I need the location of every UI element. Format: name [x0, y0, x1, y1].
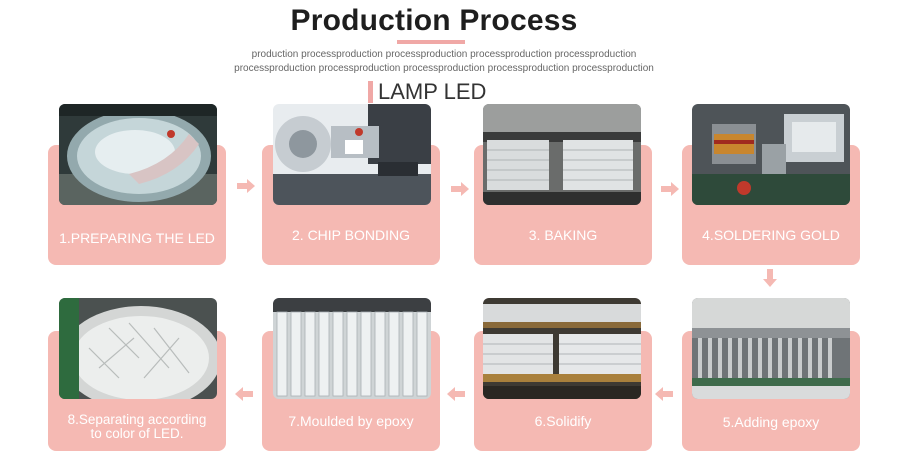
- step-label-3: 3. BAKING: [528, 227, 598, 243]
- step-label-7: 7.Moulded by epoxy: [288, 413, 414, 429]
- step-photo-solidify: [483, 298, 641, 399]
- arrow-left-icon: [447, 387, 465, 401]
- arrow-left-icon: [235, 387, 253, 401]
- step-photo-wafer: [59, 104, 217, 205]
- step-label-8-line-2: to color of LED.: [90, 426, 184, 441]
- step-photo-soldering: [692, 104, 850, 205]
- step-photo-baking: [483, 104, 641, 205]
- section-heading: LAMP LED: [368, 79, 486, 105]
- arrow-down-icon: [763, 269, 777, 287]
- step-photo-moulded: [273, 298, 431, 399]
- arrow-right-icon: [451, 182, 469, 196]
- step-photo-sorting: [59, 298, 217, 399]
- step-label-4: 4.SOLDERING GOLD: [702, 227, 840, 243]
- step-photo-bonding: [273, 104, 431, 205]
- subtitle-line-2: processproduction processproduction proc…: [234, 63, 654, 74]
- step-label-6: 6.Solidify: [534, 413, 592, 429]
- page-title: Production Process: [290, 4, 578, 37]
- step-label-2: 2. CHIP BONDING: [292, 227, 410, 243]
- arrow-right-icon: [237, 179, 255, 193]
- step-label-1: 1.PREPARING THE LED: [59, 230, 215, 246]
- step-photo-epoxy: [692, 298, 850, 399]
- page-subtitle: production processproduction processprod…: [226, 48, 662, 76]
- title-underline: [397, 40, 465, 44]
- arrow-left-icon: [655, 387, 673, 401]
- step-label-5: 5.Adding epoxy: [722, 414, 820, 430]
- subtitle-line-1: production processproduction processprod…: [251, 49, 637, 60]
- step-label-8-line-1: 8.Separating according: [67, 412, 207, 427]
- step-label-8: 8.Separating according to color of LED.: [48, 413, 226, 441]
- arrow-right-icon: [661, 182, 679, 196]
